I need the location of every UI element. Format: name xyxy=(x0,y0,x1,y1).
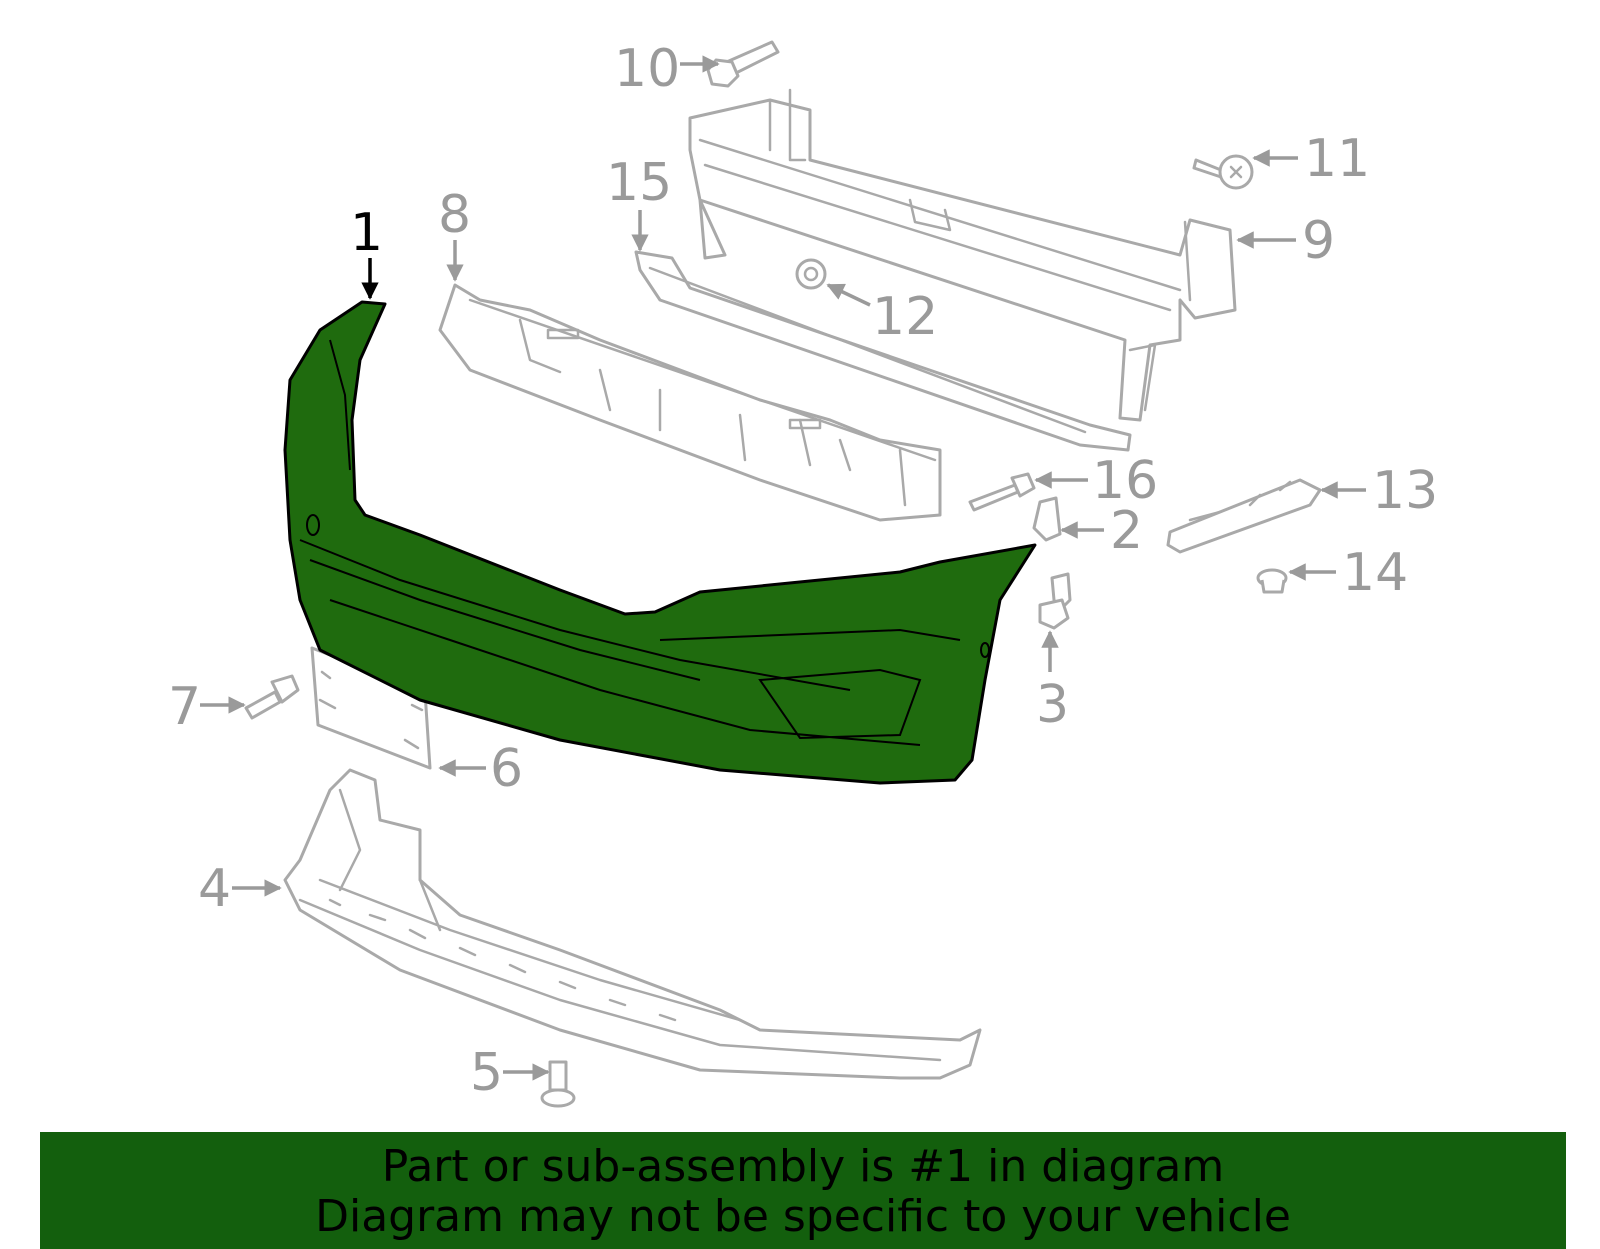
part-12-nut xyxy=(795,258,827,290)
part-5-push-pin xyxy=(540,1060,576,1108)
callout-5: 5 xyxy=(470,1043,503,1103)
part-16-rivet xyxy=(968,472,1036,512)
callout-12: 12 xyxy=(872,287,938,347)
part-15-upper-strip xyxy=(634,250,1132,452)
callout-6: 6 xyxy=(490,739,523,799)
callout-3: 3 xyxy=(1036,675,1069,735)
part-2-clip xyxy=(1032,496,1062,542)
callout-9: 9 xyxy=(1302,211,1335,271)
callout-1: 1 xyxy=(350,203,383,263)
banner-line-2: Diagram may not be specific to your vehi… xyxy=(315,1191,1291,1242)
callout-14: 14 xyxy=(1342,543,1408,603)
callout-11: 11 xyxy=(1304,129,1370,189)
part-4-lower-deflector xyxy=(283,768,982,1080)
callout-15: 15 xyxy=(606,153,672,213)
part-14-clip xyxy=(1256,568,1288,594)
part-9-reinforcement-beam xyxy=(688,88,1237,422)
callout-4: 4 xyxy=(198,859,231,919)
callout-2: 2 xyxy=(1110,501,1143,561)
banner-line-1: Part or sub-assembly is #1 in diagram xyxy=(381,1141,1225,1192)
callout-7: 7 xyxy=(168,677,201,737)
callout-8: 8 xyxy=(438,185,471,245)
part-8-energy-absorber xyxy=(438,283,942,522)
info-banner: Part or sub-assembly is #1 in diagram Di… xyxy=(40,1132,1566,1249)
part-13-bracket xyxy=(1166,478,1322,554)
part-3-screw xyxy=(1038,572,1072,630)
part-7-bolt xyxy=(244,674,300,720)
callout-16: 16 xyxy=(1092,451,1158,511)
part-1-bumper-cover xyxy=(283,300,1037,785)
callout-13: 13 xyxy=(1372,461,1438,521)
part-11-screw xyxy=(1192,154,1254,190)
part-10-bolt xyxy=(706,40,780,88)
callout-10: 10 xyxy=(614,39,680,99)
